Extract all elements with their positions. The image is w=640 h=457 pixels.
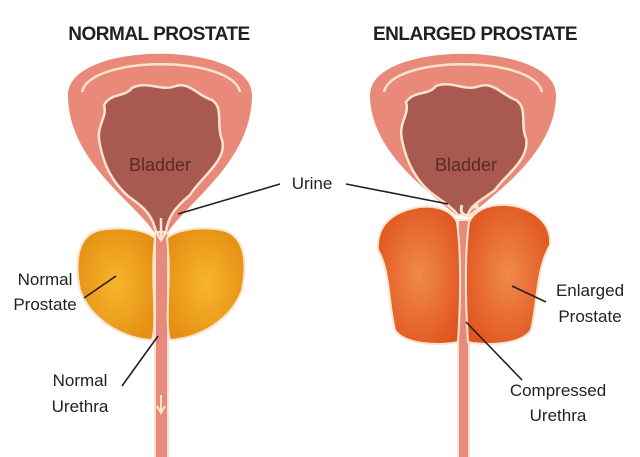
urethra-flow-arrow-icon	[156, 395, 166, 416]
urine-blocked-arrow-icon	[459, 204, 480, 218]
enlarged-prostate-label-line2: Prostate	[558, 307, 621, 326]
normal-prostate-title: NORMAL PROSTATE	[68, 24, 249, 45]
urine-label: Urine	[292, 174, 333, 193]
normal-prostate-left-lobe	[76, 227, 157, 342]
enlarged-prostate-label-line1: Enlarged	[556, 281, 624, 300]
normal-prostate-right-lobe	[165, 227, 246, 342]
normal-urethra-label-line2: Urethra	[52, 397, 109, 416]
enlarged-prostate-title: ENLARGED PROSTATE	[373, 24, 577, 45]
enlarged-prostate-illustration	[370, 53, 556, 457]
urine-flow-arrow-icon	[154, 218, 168, 243]
bladder-label-normal: Bladder	[129, 155, 191, 175]
enlarged-bladder-cavity	[399, 83, 528, 217]
normal-prostate-label-line2: Prostate	[13, 295, 76, 314]
leader-lines	[83, 183, 547, 387]
compressed-urethra-label-line2: Urethra	[530, 406, 587, 425]
compressed-urethra-label-line1: Compressed	[510, 381, 606, 400]
normal-prostate-label-line1: Normal	[18, 270, 73, 289]
enlarged-prostate-right-lobe	[464, 203, 552, 345]
normal-bladder-cavity	[97, 83, 225, 234]
normal-urethra-label-line1: Normal	[53, 371, 108, 390]
enlarged-prostate-left-lobe	[376, 205, 462, 345]
bladder-label-enlarged: Bladder	[435, 155, 497, 175]
normal-prostate-illustration	[68, 53, 252, 457]
